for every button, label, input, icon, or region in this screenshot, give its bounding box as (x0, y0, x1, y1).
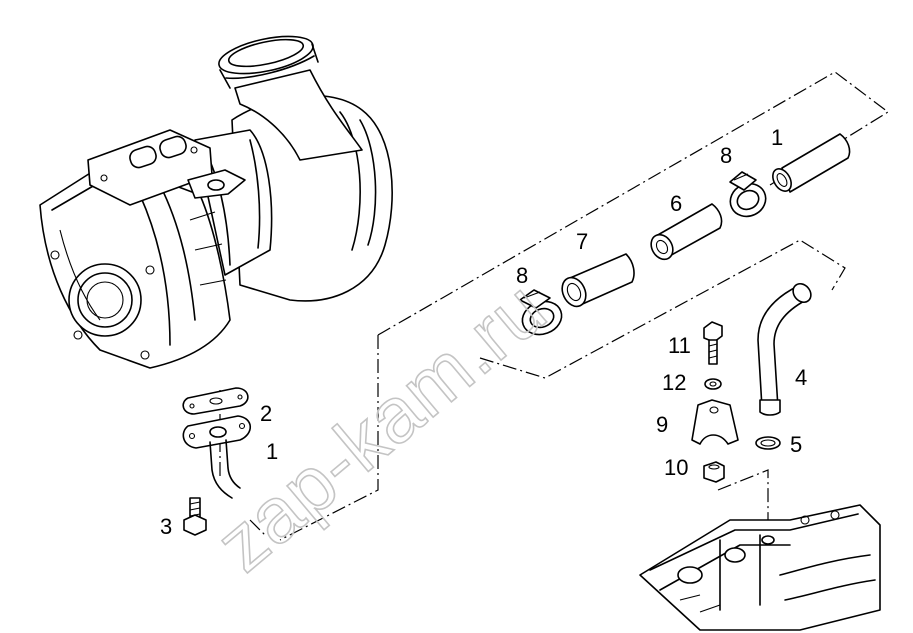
part-11-bolt (703, 321, 723, 365)
callout-10: 10 (664, 455, 688, 480)
part-2-gasket (182, 387, 249, 415)
callout-5: 5 (790, 432, 802, 457)
callout-7: 7 (576, 229, 588, 254)
callout-1-lower: 1 (266, 439, 278, 464)
part-4-oil-return-pipe (757, 282, 812, 416)
watermark-text: zap-kam.ru (199, 263, 562, 588)
callout-4: 4 (795, 365, 807, 390)
part-3-bolt (183, 497, 207, 536)
engine-block (639, 504, 881, 631)
part-8-hose-clamp-lower (519, 289, 563, 336)
part-6-hose (650, 203, 723, 261)
part-1-tube-upper (772, 133, 851, 193)
part-1-oil-pipe-lower (182, 415, 252, 499)
assembly-leader-lines (219, 71, 890, 541)
callout-3: 3 (160, 514, 172, 539)
part-7-hose (561, 253, 635, 308)
callout-2: 2 (260, 401, 272, 426)
callout-labels: 1 8 6 7 8 4 11 12 9 5 10 2 1 3 (160, 125, 807, 539)
part-10-spacer-nut (703, 461, 725, 483)
callout-12: 12 (662, 370, 686, 395)
callout-9: 9 (656, 412, 668, 437)
part-5-o-ring (755, 436, 781, 450)
callout-11: 11 (668, 333, 691, 358)
part-8-hose-clamp-upper (729, 171, 767, 218)
callout-6: 6 (670, 191, 682, 216)
callout-1-upper: 1 (771, 125, 783, 150)
part-9-bracket (691, 399, 739, 445)
callout-8-lower: 8 (516, 263, 528, 288)
part-12-washer (704, 378, 722, 390)
callout-8-upper: 8 (720, 143, 732, 168)
turbocharger (39, 35, 393, 369)
